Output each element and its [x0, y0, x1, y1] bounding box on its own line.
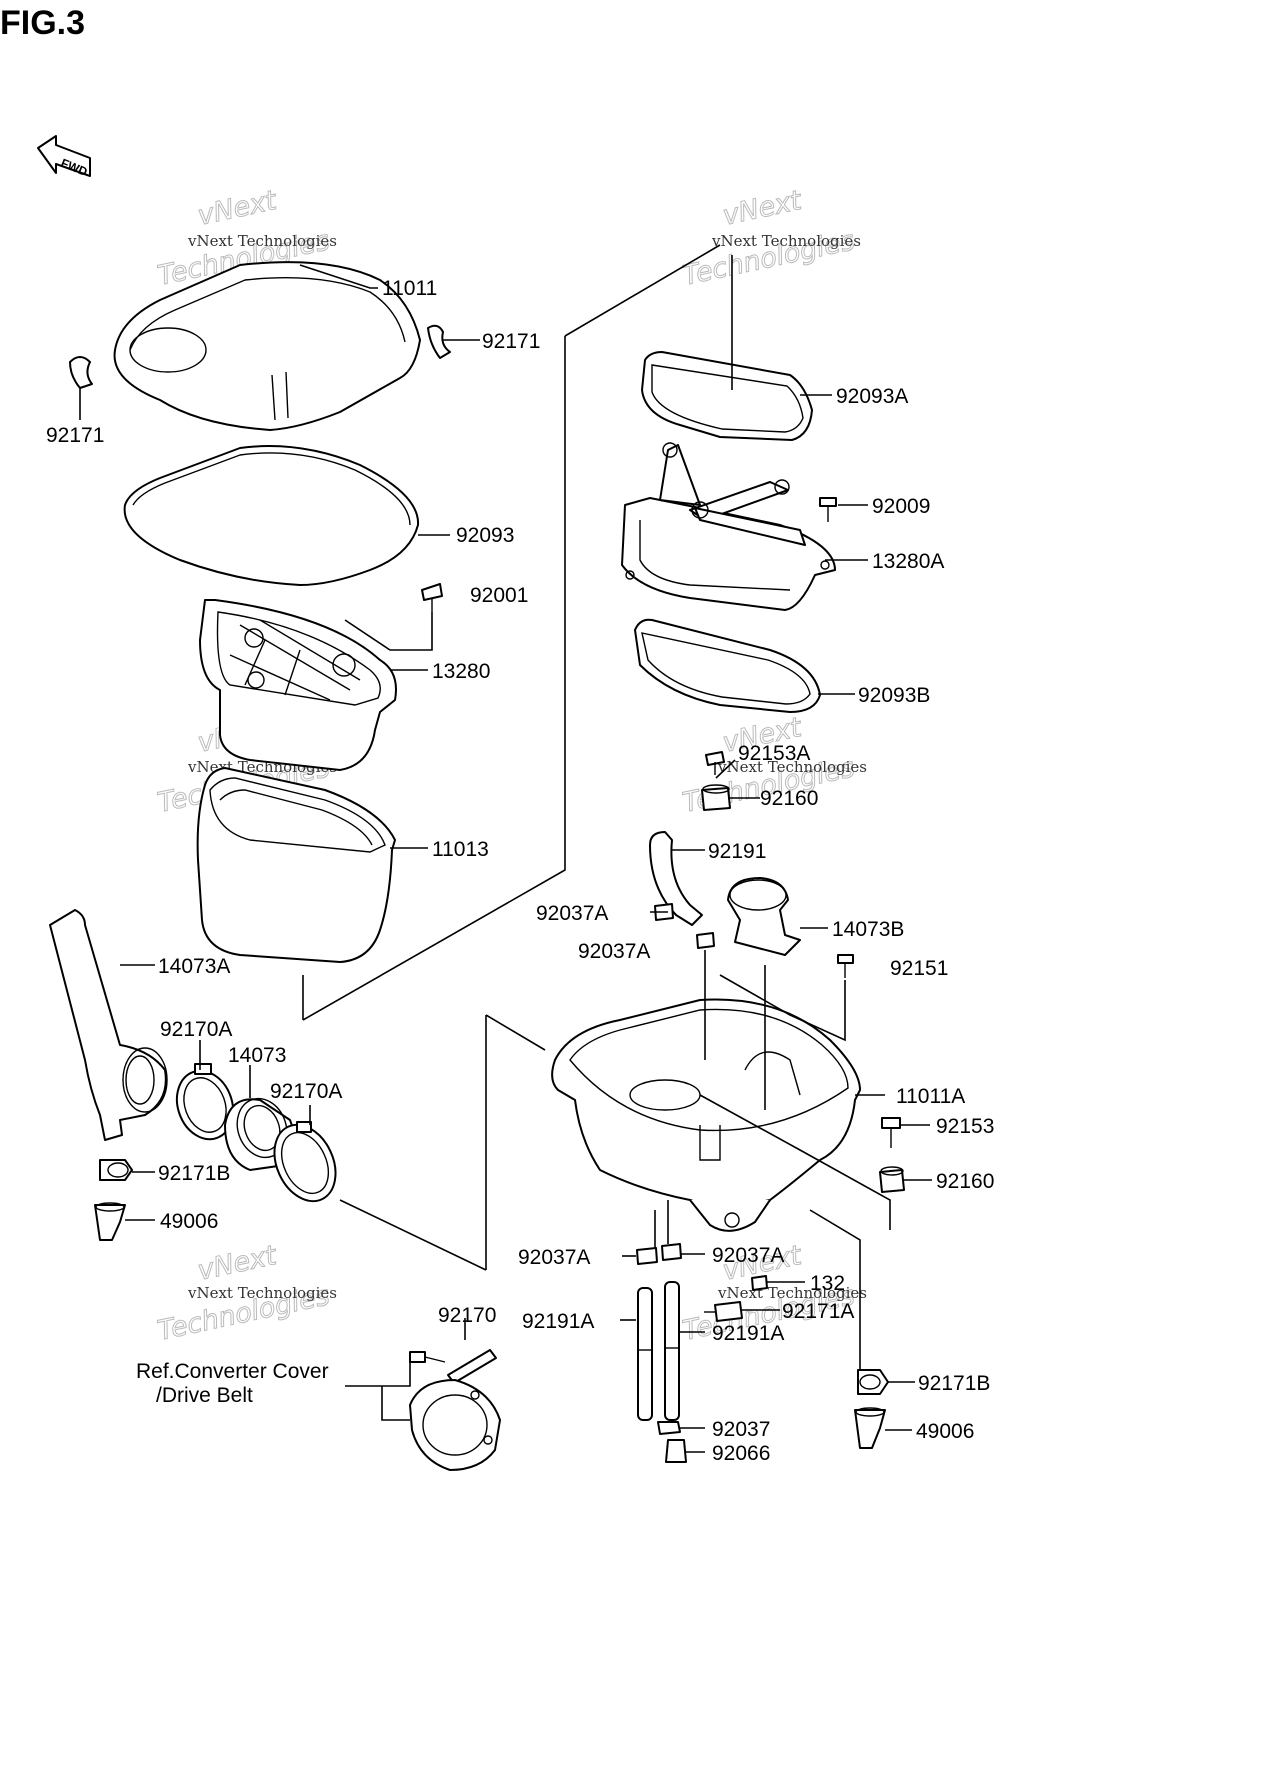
label-49006-left: 49006	[160, 1210, 218, 1233]
air-cleaner-cover-11011[interactable]	[113, 261, 421, 431]
svg-text:vNext Technologies: vNext Technologies	[717, 758, 867, 776]
gasket-92093B[interactable]	[634, 618, 821, 713]
label-92153: 92153	[936, 1115, 994, 1138]
label-92037A-1: 92037A	[536, 902, 608, 925]
leader-lines	[79, 255, 932, 1453]
clamp-icon-92171B-left[interactable]	[99, 1159, 133, 1181]
duct-14073B[interactable]	[727, 877, 801, 956]
element-frame-13280[interactable]	[199, 599, 397, 771]
label-11011: 11011	[382, 277, 437, 300]
label-92009: 92009	[872, 495, 930, 518]
label-14073: 14073	[228, 1044, 286, 1067]
svg-text:vNext: vNext	[720, 185, 805, 232]
bolt-icon-92153[interactable]	[881, 1117, 901, 1148]
label-92191A-1: 92191A	[522, 1310, 594, 1333]
clamp-icon-92170A-2[interactable]	[263, 1115, 348, 1211]
svg-text:vNext Technologies: vNext Technologies	[187, 232, 337, 250]
label-49006-right: 49006	[916, 1420, 974, 1443]
reference-line-2: /Drive Belt	[156, 1384, 253, 1407]
gasket-92093[interactable]	[123, 445, 420, 586]
drain-cap-icon-49006-left[interactable]	[94, 1202, 126, 1241]
part-icon-132[interactable]	[751, 1275, 768, 1291]
label-92170: 92170	[438, 1304, 496, 1327]
watermark-2: vNext Technologies vNext Technologies	[680, 184, 862, 292]
clip-icon-92037A-4[interactable]	[661, 1243, 682, 1261]
label-11011A: 11011A	[896, 1085, 965, 1108]
drain-hose-92191A-2[interactable]	[664, 1281, 680, 1421]
element-holder-13280A[interactable]	[621, 442, 836, 611]
label-92170A-2: 92170A	[270, 1080, 342, 1103]
svg-text:vNext Technologies: vNext Technologies	[187, 1284, 337, 1302]
label-92093B: 92093B	[858, 684, 930, 707]
clip-icon-92037[interactable]	[657, 1421, 681, 1435]
grommet-icon-92160-top[interactable]	[701, 784, 731, 811]
label-92066: 92066	[712, 1442, 770, 1465]
plug-icon-92066[interactable]	[665, 1439, 687, 1463]
svg-text:vNext: vNext	[195, 1240, 280, 1287]
drain-hose-92191A-1[interactable]	[637, 1287, 653, 1421]
bolt-icon-reference[interactable]	[409, 1351, 446, 1363]
label-92160-bottom: 92160	[936, 1170, 994, 1193]
label-92037A-2: 92037A	[578, 940, 650, 963]
label-14073A: 14073A	[158, 955, 230, 978]
clamp-icon-92171A[interactable]	[704, 1301, 743, 1322]
label-92171-right: 92171	[482, 330, 540, 353]
label-92160-top: 92160	[760, 787, 818, 810]
label-92037: 92037	[712, 1418, 770, 1441]
label-13280A: 13280A	[872, 550, 944, 573]
label-92171-left: 92171	[46, 424, 104, 447]
label-92153A: 92153A	[738, 742, 810, 765]
label-132: 132	[810, 1272, 845, 1295]
label-92191: 92191	[708, 840, 766, 863]
label-92001: 92001	[470, 584, 528, 607]
label-13280: 13280	[432, 660, 490, 683]
intake-duct-14073A[interactable]	[49, 909, 168, 1141]
clip-icon-92037A-2[interactable]	[696, 932, 715, 949]
gasket-92093A[interactable]	[641, 351, 813, 441]
label-92093A: 92093A	[836, 385, 908, 408]
watermark-5: vNext Technologies vNext Technologies	[155, 1239, 338, 1347]
label-92171A: 92171A	[782, 1300, 854, 1323]
label-92037A-4: 92037A	[712, 1244, 784, 1267]
label-92171B-left: 92171B	[158, 1162, 230, 1185]
clamp-icon-92170A-1[interactable]	[168, 1063, 243, 1147]
bolt-icon-92153A[interactable]	[705, 751, 725, 775]
pin-icon-92170[interactable]	[447, 1349, 497, 1384]
label-92151: 92151	[890, 957, 948, 980]
grommet-icon-92160-bottom[interactable]	[879, 1166, 905, 1193]
label-92171B-right: 92171B	[918, 1372, 990, 1395]
label-92093: 92093	[456, 524, 514, 547]
clamp-icon-92171B-right[interactable]	[857, 1369, 889, 1395]
label-11013: 11013	[432, 838, 489, 861]
figure-title: FIG.3	[0, 4, 86, 42]
clip-icon-92037A-3[interactable]	[636, 1247, 658, 1265]
air-filter-element-11013[interactable]	[196, 767, 396, 963]
label-14073B: 14073B	[832, 918, 904, 941]
air-cleaner-case-11011A[interactable]	[551, 998, 861, 1232]
drain-cap-icon-49006-right[interactable]	[854, 1407, 886, 1449]
bolt-icon-92001[interactable]	[421, 583, 443, 612]
label-92191A-2: 92191A	[712, 1322, 784, 1345]
reference-line-1: Ref.Converter Cover	[136, 1360, 329, 1383]
converter-cover-reference[interactable]	[409, 1379, 501, 1471]
label-92037A-3: 92037A	[518, 1246, 590, 1269]
label-92170A-1: 92170A	[160, 1018, 232, 1041]
fwd-arrow-icon: FWD	[37, 135, 91, 179]
part-labels: 11011 92171 92171 92093 92001 13280 1101…	[46, 277, 994, 1465]
breather-hose-92191[interactable]	[649, 831, 703, 926]
clip-icon-92171-left[interactable]	[69, 356, 93, 389]
svg-text:vNext Technologies: vNext Technologies	[711, 232, 861, 250]
assembly-frame-lines	[302, 244, 721, 1271]
bolt-icon-92151[interactable]	[837, 954, 854, 978]
screw-icon-92009[interactable]	[819, 497, 837, 522]
svg-text:vNext: vNext	[195, 185, 280, 232]
clip-icon-92171-right[interactable]	[427, 324, 451, 359]
